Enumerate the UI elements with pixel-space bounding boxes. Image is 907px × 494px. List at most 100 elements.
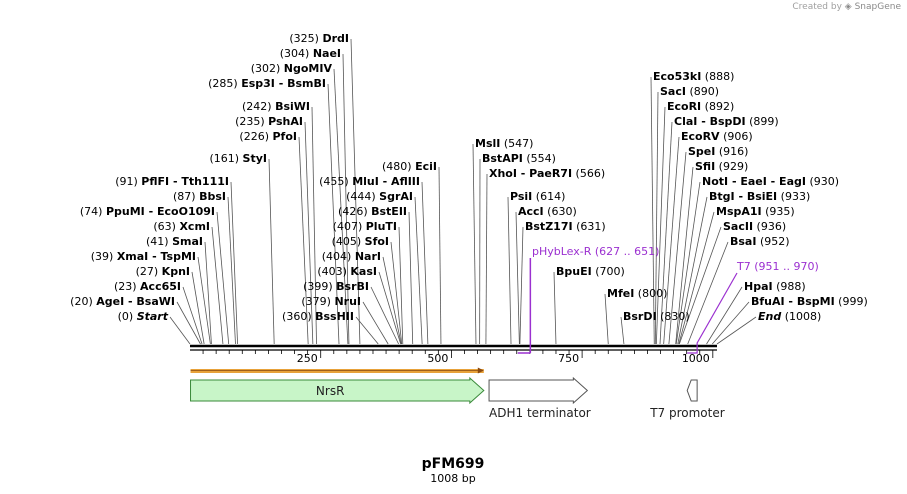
restriction-site-label[interactable]: (91) PflFI - Tth111I [115,175,229,188]
restriction-site-label[interactable]: (226) PfoI [239,130,297,143]
plasmid-length: 1008 bp [430,472,475,485]
site-line [182,286,203,345]
primer-label[interactable]: T7 (951 .. 970) [736,260,819,273]
restriction-site-label[interactable]: BfuAI - BspMI (999) [751,295,868,308]
restriction-site-label[interactable]: (41) SmaI [146,235,203,248]
backbone [190,344,717,351]
restriction-site-label[interactable]: (455) MluI - AflIII [319,175,420,188]
restriction-site-label[interactable]: HpaI (988) [744,280,806,293]
restriction-site-label[interactable]: (426) BstEII [338,205,407,218]
site-position: (235) [235,115,268,128]
site-name: DrdI [322,32,349,45]
site-position: (930) [806,175,839,188]
restriction-site-label[interactable]: (480) EciI [382,160,437,173]
restriction-site-label[interactable]: MspA1I (935) [716,205,795,218]
restriction-site-label[interactable]: (325) DrdI [289,32,349,45]
site-position: (999) [835,295,868,308]
credit-prefix: Created by [792,2,842,12]
restriction-site-label[interactable]: EcoRV (906) [681,130,753,143]
site-position: (87) [173,190,199,203]
restriction-site-label[interactable]: BstAPI (554) [482,152,556,165]
restriction-site-label[interactable]: (404) NarI [322,250,381,263]
site-name: KpnI [162,265,190,278]
site-name: AgeI - BsaWI [96,295,175,308]
restriction-site-label[interactable]: (63) XcmI [153,220,210,233]
restriction-site-label[interactable]: (444) SgrAI [346,190,413,203]
restriction-site-label[interactable]: SfiI (929) [695,160,748,173]
site-name: XcmI [179,220,210,233]
site-name: NaeI [313,47,341,60]
primer-label[interactable]: pHybLex-R (627 .. 651) [532,245,659,258]
site-name: PshAI [268,115,303,128]
site-name: BbsI [199,190,226,203]
restriction-site-label[interactable]: (285) Esp3I - BsmBI [208,77,326,90]
restriction-site-label[interactable]: PsiI (614) [510,190,565,203]
site-position: (700) [592,265,625,278]
site-name: MluI - AflIII [352,175,420,188]
restriction-site-label[interactable]: (379) NruI [301,295,361,308]
restriction-site-label[interactable]: (161) StyI [209,152,267,165]
site-position: (405) [332,235,365,248]
restriction-site-label[interactable]: (405) SfoI [332,235,389,248]
site-line [342,53,350,345]
restriction-site-label[interactable]: XhoI - PaeR7I (566) [489,167,605,180]
site-line [197,256,211,345]
restriction-site-label[interactable]: (27) KpnI [136,265,190,278]
site-line [507,196,512,345]
restriction-site-label[interactable]: (407) PluTI [333,220,397,233]
site-name: XmaI - TspMI [117,250,196,263]
restriction-site-label[interactable]: MfeI (800) [607,287,667,300]
site-name: XhoI - PaeR7I [489,167,572,180]
restriction-site-label[interactable]: (23) Acc65I [114,280,181,293]
restriction-site-label[interactable]: (399) BsrBI [303,280,369,293]
restriction-site-label[interactable]: Eco53kI (888) [653,70,734,83]
site-name: Esp3I - BsmBI [241,77,326,90]
feature-arrow[interactable] [488,376,589,405]
feature-label: ADH1 terminator [489,406,591,420]
restriction-site-label[interactable]: (242) BsiWI [242,100,310,113]
site-line [216,211,230,345]
restriction-site-label[interactable]: BstZ17I (631) [525,220,606,233]
primer-range: (627 .. 651) [595,245,660,258]
feature-arrow[interactable] [190,376,485,405]
site-position: (304) [280,47,313,60]
restriction-site-label[interactable]: BpuEI (700) [556,265,625,278]
restriction-site-label[interactable]: (403) KasI [317,265,377,278]
restriction-site-label[interactable]: (20) AgeI - BsaWI [70,295,175,308]
restriction-site-label[interactable]: (39) XmaI - TspMI [91,250,196,263]
site-line [362,301,389,345]
restriction-site-label[interactable]: (360) BssHII [282,310,354,323]
restriction-site-label[interactable]: (304) NaeI [280,47,341,60]
site-position: (929) [715,160,748,173]
restriction-site-label[interactable]: BsrDI (830) [623,310,690,323]
site-name: SacII [723,220,753,233]
feature-arrow[interactable] [686,379,698,402]
restriction-site-label[interactable]: AccI (630) [518,205,577,218]
restriction-site-label[interactable]: BtgI - BsiEI (933) [709,190,810,203]
feature-label: T7 promoter [649,406,725,420]
restriction-site-label[interactable]: EcoRI (892) [667,100,734,113]
restriction-site-label[interactable]: (0) Start [118,310,169,323]
restriction-site-label[interactable]: SpeI (916) [688,145,748,158]
restriction-site-label[interactable]: SacII (936) [723,220,786,233]
restriction-site-label[interactable]: SacI (890) [660,85,719,98]
restriction-site-label[interactable]: MslI (547) [475,137,533,150]
restriction-site-label[interactable]: (87) BbsI [173,190,226,203]
site-name: MfeI [607,287,634,300]
restriction-site-label[interactable]: (74) PpuMI - EcoO109I [80,205,215,218]
restriction-site-label[interactable]: (302) NgoMIV [251,62,333,75]
restriction-site-label[interactable]: End (1008) [758,310,821,323]
primer-range: (951 .. 970) [754,260,819,273]
site-position: (899) [746,115,779,128]
restriction-site-label[interactable]: BsaI (952) [730,235,790,248]
tick-label: 500 [427,352,448,365]
restriction-site-label[interactable]: ClaI - BspDI (899) [674,115,779,128]
credit-brand: SnapGene [854,2,901,12]
site-position: (614) [532,190,565,203]
restriction-site-label[interactable]: NotI - EaeI - EagI (930) [702,175,839,188]
site-line [687,241,729,345]
site-lines [169,38,757,345]
restriction-site-label[interactable]: (235) PshAI [235,115,303,128]
site-position: (916) [715,145,748,158]
